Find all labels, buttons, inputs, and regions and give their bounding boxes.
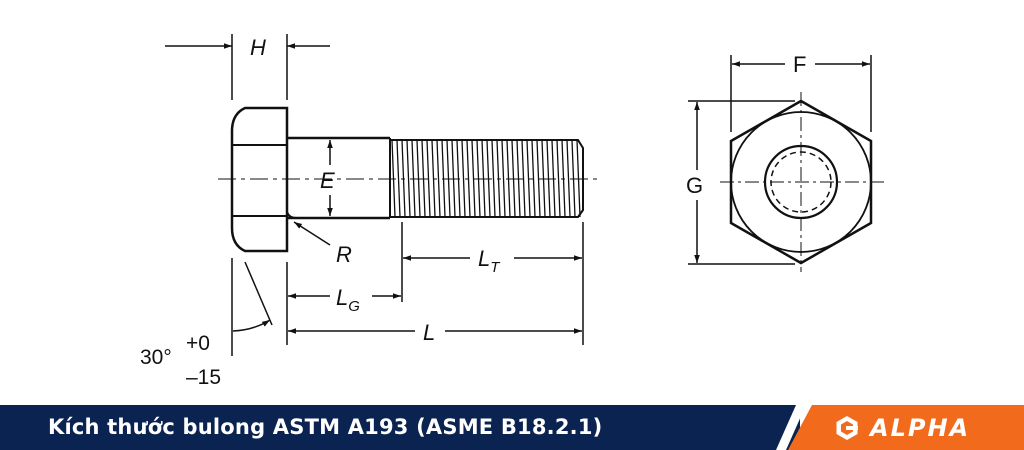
dimension-h xyxy=(165,34,330,100)
label-g: G xyxy=(686,173,703,198)
chamfer-angle-dimension xyxy=(231,258,273,356)
thread-line xyxy=(501,139,506,218)
brand-name: ALPHA xyxy=(870,413,971,442)
thread-line xyxy=(566,139,571,218)
label-lt: LT xyxy=(478,246,501,276)
banner-title: Kích thước bulong ASTM A193 (ASME B18.2.… xyxy=(48,415,603,439)
thread-line xyxy=(531,139,536,218)
bolt-dimension-diagram: H E R LT LG L 30° +0 –15 xyxy=(140,34,885,389)
bolt-end-view xyxy=(720,92,885,272)
banner-dark-band xyxy=(0,405,800,450)
dimension-g xyxy=(688,100,795,265)
thread-line xyxy=(461,139,466,218)
thread-line xyxy=(406,139,411,218)
brand-logo: ALPHA xyxy=(832,405,970,450)
thread-line xyxy=(436,139,441,218)
radius-leader xyxy=(293,221,331,246)
label-angle: 30° xyxy=(140,346,172,369)
title-banner: Kích thước bulong ASTM A193 (ASME B18.2.… xyxy=(0,405,1024,450)
fillet-radius xyxy=(286,211,297,219)
thread-line xyxy=(556,139,561,218)
bolt-shank xyxy=(287,136,390,220)
label-h: H xyxy=(250,35,266,60)
label-l: L xyxy=(423,320,435,345)
label-r: R xyxy=(336,242,352,267)
dimension-lt xyxy=(401,222,584,345)
label-e: E xyxy=(320,168,335,193)
alpha-logo-icon xyxy=(836,415,858,440)
label-lg: LG xyxy=(336,285,360,315)
thread-line xyxy=(396,139,401,218)
thread-line xyxy=(426,139,431,218)
label-tolerance-plus: +0 xyxy=(186,332,210,355)
bolt-side-view xyxy=(218,106,600,253)
dimension-lg xyxy=(286,262,401,345)
thread-line xyxy=(471,139,476,218)
banner-accent-band xyxy=(788,405,1024,450)
thread-line xyxy=(526,139,531,218)
label-tolerance-minus: –15 xyxy=(186,366,221,389)
thread-line xyxy=(491,139,496,218)
bolt-head xyxy=(230,106,289,253)
dimension-f xyxy=(730,55,872,132)
label-f: F xyxy=(793,52,806,77)
